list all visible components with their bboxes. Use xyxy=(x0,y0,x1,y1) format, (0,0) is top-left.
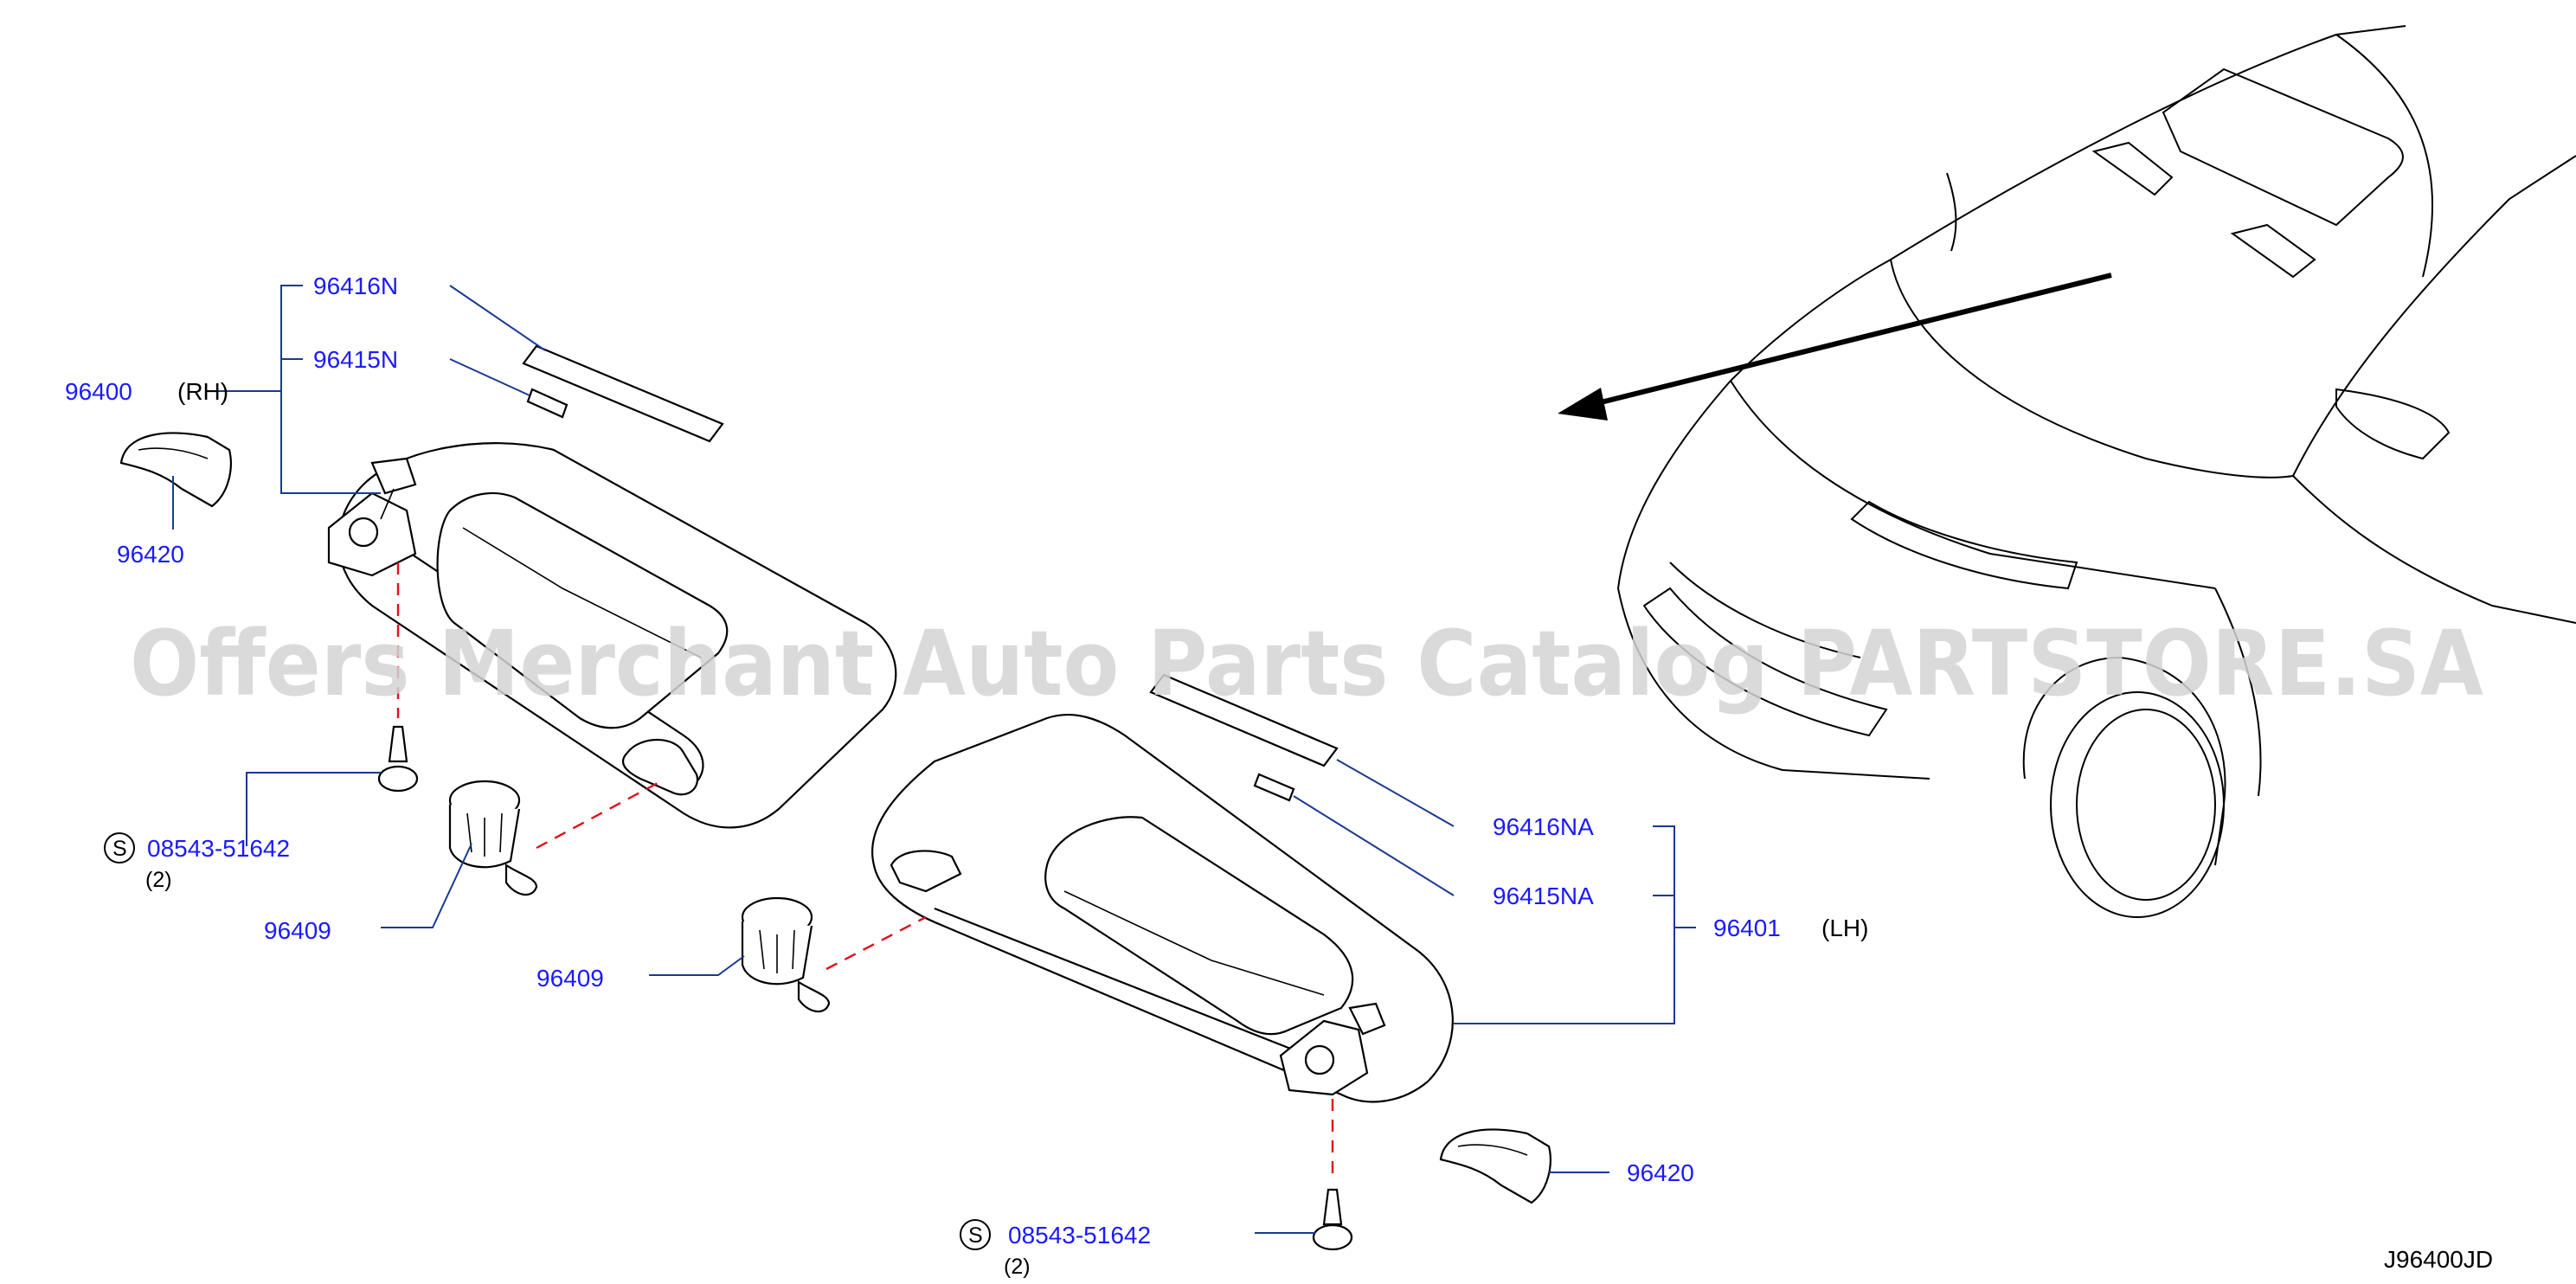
label-96416N: 96416N xyxy=(313,273,398,299)
watermark-text: Offers Merchant Auto Parts Catalog PARTS… xyxy=(130,611,2483,716)
label-96416NA: 96416NA xyxy=(1493,813,1594,840)
label-screw-top: 08543-51642 xyxy=(147,835,290,862)
label-96401: 96401 xyxy=(1713,915,1781,941)
lh-clip-96409 xyxy=(741,896,831,1013)
label-lh: (LH) xyxy=(1821,915,1868,941)
rh-label-96416N xyxy=(522,344,724,443)
label-96409-left: 96409 xyxy=(264,917,331,944)
s-symbol-bottom: S xyxy=(968,1223,983,1248)
lh-sun-visor xyxy=(871,714,1454,1103)
rh-cover-96420 xyxy=(119,432,232,508)
rh-guide-clip xyxy=(536,781,658,850)
lh-screw xyxy=(1312,1188,1353,1251)
label-96400: 96400 xyxy=(65,378,132,405)
rh-screw xyxy=(377,725,419,793)
lh-guide-clip xyxy=(825,915,927,971)
label-screw-top-qty: (2) xyxy=(145,868,172,892)
s-symbol-top: S xyxy=(112,837,127,861)
lh-cover-96420 xyxy=(1439,1128,1551,1204)
label-96415NA: 96415NA xyxy=(1493,883,1594,909)
s-symbol-icon xyxy=(960,1219,991,1250)
rh-clip-96409 xyxy=(448,780,538,896)
label-96420-top: 96420 xyxy=(117,541,184,568)
label-96415N: 96415N xyxy=(313,346,398,373)
label-screw-bottom: 08543-51642 xyxy=(1008,1222,1151,1249)
screw-top-callout: S 08543-51642 (2) xyxy=(104,832,290,892)
screw-bottom-callout: S 08543-51642 (2) xyxy=(960,1219,1151,1279)
lh-label-96416NA xyxy=(1149,673,1339,767)
leader-lines xyxy=(172,285,1696,1234)
diagram-code: J96400JD xyxy=(2384,1246,2493,1273)
vehicle-outline xyxy=(1558,25,2576,918)
label-96409-mid: 96409 xyxy=(536,965,604,992)
rh-pin-96415N xyxy=(526,388,569,419)
label-screw-bottom-qty: (2) xyxy=(1004,1255,1031,1279)
label-96420-bottom: 96420 xyxy=(1627,1159,1694,1186)
lh-pin-96415NA xyxy=(1253,773,1295,802)
label-rh: (RH) xyxy=(177,378,228,405)
s-symbol-icon xyxy=(104,832,135,863)
